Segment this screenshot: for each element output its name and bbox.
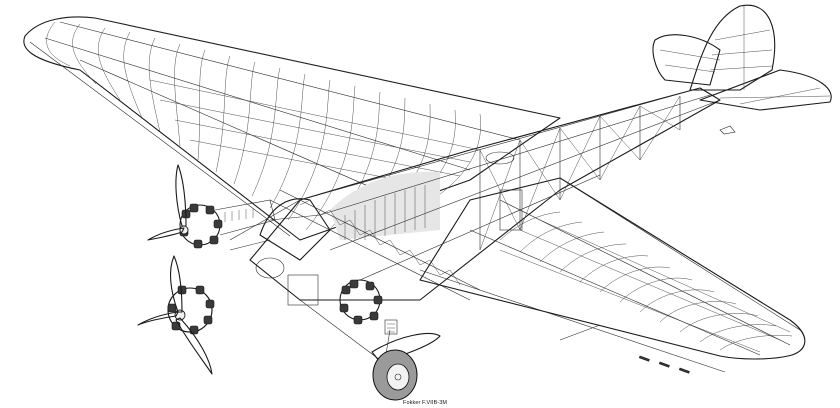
- main-landing-gear: [299, 299, 441, 401]
- right-wing-engine: [339, 279, 398, 335]
- fuselage-frame: [249, 87, 721, 301]
- left-wing-propeller: [147, 164, 187, 241]
- left-wing-engine: [179, 199, 276, 249]
- right-wing: [419, 177, 806, 374]
- nose-engine: [167, 285, 215, 335]
- cockpit: [255, 198, 331, 306]
- tail-unit: [652, 4, 832, 135]
- left-wing: [23, 16, 561, 241]
- figure-caption: Fokker F.VIIB-3M: [403, 400, 448, 406]
- nose-propeller: [137, 255, 213, 375]
- wing-struts: [229, 199, 601, 341]
